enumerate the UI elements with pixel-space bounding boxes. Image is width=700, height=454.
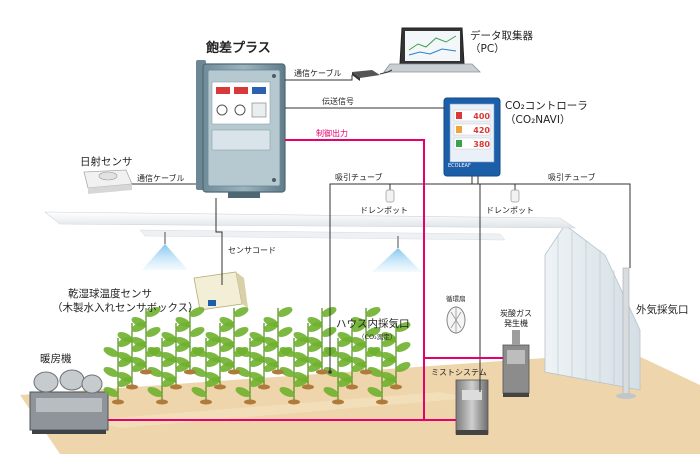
tomato-plant <box>263 307 293 375</box>
house-intake-label: ハウス内採気口 <box>336 318 410 330</box>
house-intake-sub-label: （CO₂測定） <box>358 333 397 341</box>
mist-spray-left <box>142 232 188 270</box>
solar-sensor-icon <box>83 169 133 194</box>
tomato-plant <box>131 307 161 375</box>
tomato-plant <box>351 307 381 375</box>
suction-tube-left-label: 吸引チューブ <box>335 173 383 182</box>
co2-display-reading-1: 400 <box>473 112 490 121</box>
drain-pot-left-label: ドレンポット <box>360 206 408 215</box>
co2-generator-unit <box>502 330 530 397</box>
plant-rows <box>103 307 411 405</box>
dry-wet-sensor-sub-label: （木製水入れセンサボックス） <box>52 302 199 314</box>
laptop-icon <box>383 27 481 73</box>
dry-wet-sensor-label: 乾湿球温度センサ <box>68 288 152 300</box>
ceiling-beam-lower <box>139 229 506 241</box>
mist-system-unit <box>455 379 489 435</box>
co2-controller-label: CO₂コントローラ <box>505 100 588 112</box>
comm-cable-top-label: 通信ケーブル <box>294 69 342 78</box>
dry-wet-sensor-box <box>193 271 248 311</box>
tomato-plant <box>293 322 323 390</box>
co2-generator-label-2: 発生機 <box>504 319 528 328</box>
transmit-signal-label: 伝送信号 <box>322 97 354 106</box>
heater-icon <box>29 369 109 434</box>
tomato-plant <box>381 322 411 390</box>
main-unit-title: 飽差プラス <box>206 41 271 56</box>
suction-tube-right-label: 吸引チューブ <box>548 173 596 182</box>
tomato-plant <box>337 322 367 390</box>
co2-controller-brand: ECOLEAF <box>448 163 471 169</box>
drain-pot-right-label: ドレンポット <box>486 206 534 215</box>
tomato-plant <box>117 322 147 390</box>
mist-system-label: ミストシステム <box>431 368 487 377</box>
tomato-plant <box>205 322 235 390</box>
solar-sensor-label: 日射センサ <box>80 156 133 168</box>
tomato-plant <box>249 322 279 390</box>
circulation-fan-label: 循環扇 <box>446 295 466 303</box>
control-output-label: 制御出力 <box>316 129 348 138</box>
sensor-cord-label: センサコード <box>228 246 276 255</box>
co2-display-reading-2: 420 <box>473 126 490 135</box>
tomato-plant <box>219 307 249 375</box>
outside-intake-label: 外気採気口 <box>636 304 689 316</box>
tomato-plant <box>161 322 191 390</box>
tomato-plant <box>307 307 337 375</box>
pc-sub-label: （PC） <box>470 43 505 55</box>
modem-icon <box>352 70 380 81</box>
signal-lines <box>132 69 631 392</box>
co2-display-reading-3: 380 <box>473 140 490 149</box>
tomato-plant <box>235 337 265 405</box>
house-intake-point <box>328 370 332 374</box>
mist-spray-right <box>372 236 422 272</box>
drain-pot-left <box>385 189 395 203</box>
co2-generator-label-1: 炭酸ガス <box>500 309 532 318</box>
heater-label: 暖房機 <box>40 353 72 365</box>
control-output-lines <box>108 139 503 421</box>
co2-controller-unit <box>443 97 501 177</box>
drain-pot-right <box>510 189 520 203</box>
tomato-plant <box>175 307 205 375</box>
main-control-unit <box>196 60 286 198</box>
comm-cable-left-label: 通信ケーブル <box>137 174 185 183</box>
pc-label: データ取集器 <box>470 30 533 42</box>
ceiling-beam <box>44 211 577 229</box>
fan-icon <box>446 306 466 334</box>
co2-controller-sub-label: （CO₂NAVI） <box>505 114 571 126</box>
outside-air-intake-pole <box>616 267 636 399</box>
